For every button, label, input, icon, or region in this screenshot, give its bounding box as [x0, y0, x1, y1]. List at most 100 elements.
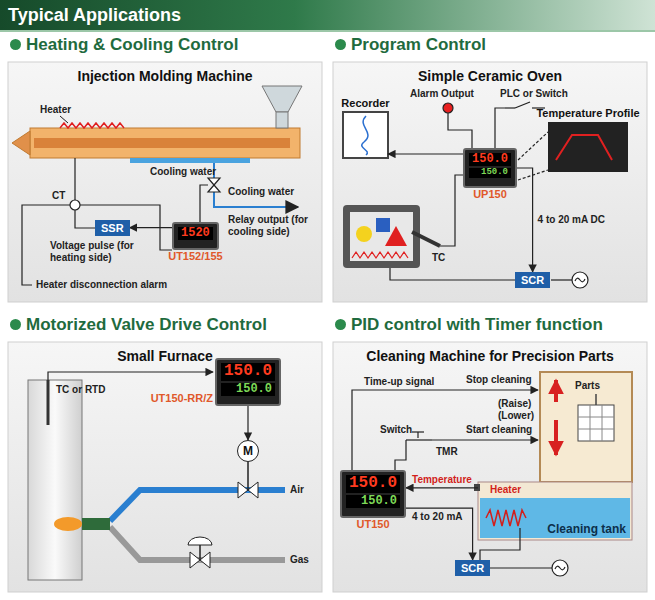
- recorder-chart-part: [362, 116, 368, 155]
- part-label: Cooling water: [150, 166, 216, 178]
- program-control-wiring-part: [572, 272, 588, 288]
- led-display: 150.0: [221, 363, 275, 381]
- signal-connector: [247, 406, 248, 440]
- application-panel: Motorized Valve Drive ControlSmall Furna…: [8, 342, 322, 592]
- panel-heading: PID control with Timer function: [333, 315, 603, 335]
- box-text: M: [243, 444, 253, 458]
- small-furnace-part: [110, 527, 285, 560]
- panel-ground: [8, 62, 647, 592]
- power-unit-box: SSR: [95, 220, 130, 236]
- display-box: Recorder: [343, 112, 388, 158]
- part-label: Start cleaning: [466, 424, 532, 436]
- part-label: TC or RTD: [56, 384, 105, 396]
- part-label: Time-up signal: [364, 376, 434, 388]
- led-display: 150.0: [221, 383, 275, 396]
- panel-ground-part: [333, 342, 647, 592]
- timer-wiring-part: [406, 439, 432, 440]
- box-heading: Temperature Profile: [536, 107, 639, 119]
- small-furnace-part: [48, 372, 213, 380]
- part-label: (Raise): [498, 398, 531, 410]
- motor-circle: M: [237, 440, 259, 462]
- injection-machine-part: [60, 123, 124, 128]
- injection-machine-part: [262, 86, 302, 112]
- model-name: UT150-RR/Z: [151, 392, 213, 404]
- program-control-wiring-part: [551, 279, 572, 280]
- part-label: Alarm Output: [410, 88, 474, 100]
- wiring-part: [200, 185, 208, 222]
- cleaning-machine-part: [478, 482, 632, 540]
- part-label: Air: [290, 484, 304, 496]
- signal-label: 4 to 20 mA DC: [538, 214, 605, 226]
- timer-wiring-part: [432, 439, 538, 440]
- application-panel: Heating & Cooling ControlInjection Moldi…: [8, 62, 322, 302]
- small-furnace-part: [54, 517, 82, 531]
- signal-connector: [406, 508, 473, 560]
- small-furnace-part: [188, 537, 212, 545]
- timer-wiring-part: [417, 432, 418, 438]
- small-furnace-part: [110, 490, 285, 521]
- part-label: Stop cleaning: [466, 374, 532, 386]
- temperature-controller: 150.0150.0UT150: [340, 470, 406, 518]
- signal-label: Temperature: [412, 474, 472, 486]
- box-text: SSR: [101, 222, 124, 234]
- led-display: 1520: [178, 227, 213, 240]
- ceramic-oven-part: [356, 226, 372, 242]
- program-control-wiring-part: [495, 108, 505, 148]
- temperature-controller: 150.0150.0UT150-RR/Z: [215, 358, 281, 406]
- injection-machine: [12, 86, 302, 163]
- title-bar-part: [0, 0, 655, 30]
- injection-machine-part: [130, 158, 250, 163]
- display-box: Temperature Profile: [548, 122, 628, 172]
- panel-ground-part: [8, 62, 322, 302]
- part-label: Parts: [575, 380, 600, 392]
- part-label: Heater: [490, 484, 521, 496]
- wiring-part: [208, 178, 220, 192]
- box-heading: Recorder: [341, 97, 389, 109]
- ceramic-oven-part: [350, 212, 413, 261]
- panel-subtitle: Simple Ceramic Oven: [333, 68, 647, 84]
- timer-wiring-part: [352, 390, 538, 470]
- title-bar: [0, 0, 655, 32]
- temperature-controller: 1520UT152/155: [172, 222, 219, 250]
- timer-wiring-part: [555, 566, 565, 570]
- small-furnace-part: [238, 482, 258, 498]
- program-control-wiring-part: [505, 107, 515, 108]
- box-text: SCR: [521, 274, 544, 286]
- model-name: UT152/155: [168, 250, 222, 262]
- recorder-chart-part: [343, 112, 388, 158]
- injection-machine-part: [276, 112, 288, 128]
- program-control-wiring-part: [440, 175, 463, 246]
- panel-ground-part: [333, 62, 647, 302]
- program-control-wiring-part: [575, 278, 585, 282]
- led-display: 150.0: [346, 475, 400, 493]
- timer-wiring-part: [395, 440, 406, 470]
- cleaning-machine-part: [540, 372, 632, 482]
- injection-machine-part: [30, 128, 300, 158]
- recorder-chart: [343, 112, 388, 158]
- timer-wiring-part: [487, 567, 552, 568]
- cleaning-machine-part: [554, 420, 558, 455]
- part-label: Cooling water: [228, 186, 294, 198]
- box-text: Cleaning tank: [547, 522, 626, 536]
- part-label: Relay output (for cooling side): [228, 214, 320, 238]
- model-name: UT150: [356, 518, 389, 530]
- ceramic-oven-part: [412, 232, 440, 246]
- signal-connector: [517, 168, 533, 272]
- led-display: 150.0: [469, 168, 511, 178]
- temperature-controller: 150.0150.0UP150: [463, 148, 517, 188]
- wiring-part: [75, 158, 95, 228]
- small-furnace-part: [247, 462, 249, 490]
- power-unit-box: SCR: [455, 560, 490, 576]
- panel-ground-part: [8, 342, 322, 592]
- program-control-wiring-part: [443, 103, 453, 113]
- model-name: UP150: [473, 188, 507, 200]
- power-unit-box: SCR: [515, 272, 550, 288]
- temperature-profile-screen-part: [548, 122, 628, 172]
- part-label: TMR: [436, 446, 458, 458]
- panel-heading: Motorized Valve Drive Control: [8, 315, 267, 335]
- ceramic-oven-part: [352, 252, 408, 258]
- small-furnace-part: [47, 380, 50, 425]
- signal-label: 4 to 20 mA: [412, 511, 463, 523]
- application-panel: Program ControlSimple Ceramic OvenRecord…: [333, 62, 647, 302]
